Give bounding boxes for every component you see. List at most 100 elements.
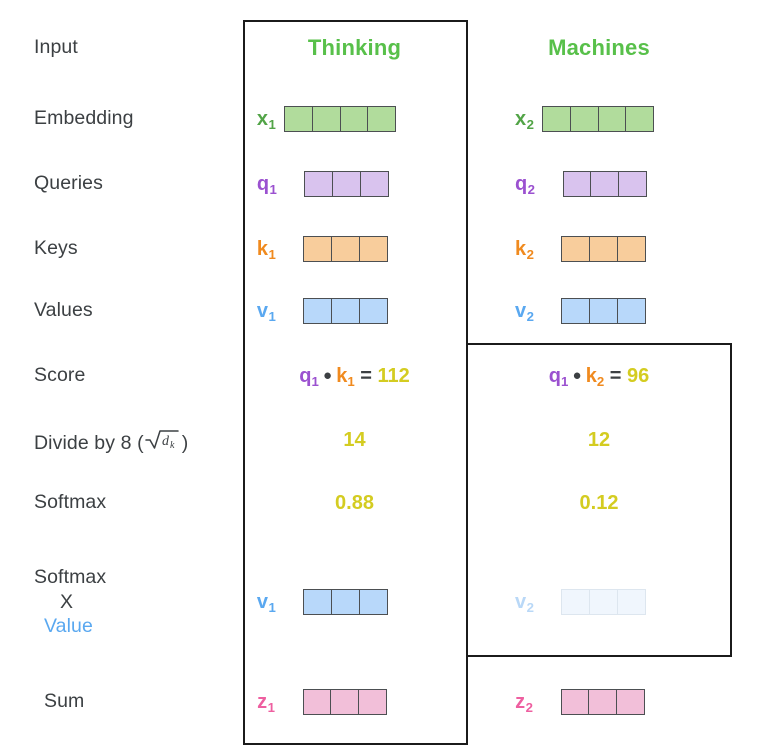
vector-cell (330, 689, 360, 715)
vector-cell (625, 106, 655, 132)
score-value-col2: 96 (626, 365, 650, 387)
vector-cell (331, 171, 361, 197)
column-header-thinking: Thinking (307, 35, 402, 60)
cell-score-col2: q1 ● k2 = 96 (466, 362, 740, 390)
vector-strip-k2 (561, 236, 646, 262)
outline-box-column1-lower (243, 343, 468, 745)
label-line-times: X (60, 590, 74, 613)
vector-cell (330, 589, 360, 615)
vector-cell (589, 589, 619, 615)
score-equation-col2: q1 ● k2 = 96 (548, 365, 650, 389)
vector-strip-v1 (303, 298, 388, 324)
vector-cell (358, 298, 388, 324)
vector-cell (617, 171, 647, 197)
vector-cell (303, 236, 333, 262)
equation-term-k1: k1 (336, 365, 355, 389)
score-value-col1: 112 (377, 365, 410, 387)
cell-keys-col2: k2 (469, 233, 768, 265)
svg-text:d: d (162, 434, 170, 449)
vector-cell (562, 171, 592, 197)
vector-cell (561, 298, 591, 324)
cell-keys-col1: k1 (233, 233, 469, 265)
equation-term-k2: k2 (585, 365, 605, 389)
cell-divide-col1: 14 (243, 426, 466, 454)
row-keys: Keys k1 k2 (0, 233, 768, 265)
vector-cell (330, 236, 360, 262)
vector-label-x2: x2 (514, 108, 534, 132)
row-label-softmax-times-value: Softmax X Value (0, 565, 233, 638)
row-sum: Sum z1 z2 (0, 686, 768, 718)
cell-softmax-value-col2: v2 (469, 560, 768, 644)
cell-softmax-col2: 0.12 (466, 489, 740, 517)
vector-label-v2: v2 (514, 300, 534, 324)
cell-divide-col2: 12 (466, 426, 740, 454)
vector-cell (358, 236, 388, 262)
cell-input-col2: Machines (466, 30, 732, 66)
cell-input-col1: Thinking (243, 30, 466, 66)
dot-operator-icon: ● (568, 367, 586, 384)
vector-cell (616, 236, 646, 262)
vector-cell (588, 689, 618, 715)
row-values: Values v1 v2 (0, 295, 768, 327)
row-label-sum: Sum (44, 690, 85, 713)
score-equation-col1: q1 ● k1 = 112 (299, 365, 410, 389)
vector-cell (311, 106, 341, 132)
vector-cell (589, 298, 619, 324)
cell-queries-col1: q1 (233, 168, 469, 200)
equation-term-q1: q1 (299, 365, 319, 389)
vector-cell (561, 236, 591, 262)
outline-seam-cover (245, 341, 466, 347)
divide-label-text: Divide by 8 ( (34, 431, 144, 454)
vector-strip-q1 (304, 171, 389, 197)
vector-cell (616, 298, 646, 324)
cell-sum-col1: z1 (233, 686, 469, 718)
cell-embedding-col1: x1 (233, 103, 469, 135)
vector-label-q2: q2 (514, 173, 536, 197)
vector-label-k1: k1 (256, 238, 276, 262)
vector-cell (330, 298, 360, 324)
row-label-score: Score (34, 364, 86, 387)
vector-strip-v2-weighted (561, 589, 646, 615)
column-header-machines: Machines (548, 35, 650, 60)
divide-value-col1: 14 (343, 429, 366, 451)
equals-sign: = (604, 365, 627, 387)
cell-sum-col2: z2 (469, 686, 768, 718)
vector-cell (304, 171, 334, 197)
vector-strip-v2 (561, 298, 646, 324)
vector-label-q1: q1 (256, 173, 277, 197)
vector-cell (570, 106, 600, 132)
row-queries: Queries q1 q2 (0, 168, 768, 200)
cell-values-col1: v1 (233, 295, 469, 327)
equation-term-q1: q1 (548, 365, 569, 389)
dot-operator-icon: ● (318, 367, 337, 384)
row-label-queries: Queries (34, 172, 103, 195)
row-softmax: Softmax 0.88 0.12 (0, 489, 768, 517)
vector-cell (303, 589, 333, 615)
label-line-softmax: Softmax (34, 566, 107, 589)
vector-cell (339, 106, 369, 132)
vector-cell (616, 589, 646, 615)
vector-cell (358, 589, 388, 615)
vector-cell (542, 106, 572, 132)
vector-strip-x2 (542, 106, 655, 132)
equals-sign: = (354, 365, 378, 387)
vector-cell (560, 689, 590, 715)
vector-strip-z2 (560, 689, 645, 715)
vector-strip-k1 (303, 236, 388, 262)
cell-embedding-col2: x2 (469, 103, 768, 135)
vector-cell (284, 106, 314, 132)
divide-value-col2: 12 (587, 429, 611, 451)
softmax-value-col1: 0.88 (335, 492, 374, 514)
vector-label-k2: k2 (514, 238, 534, 262)
vector-label-v1-weighted: v1 (256, 591, 276, 615)
row-label-values: Values (34, 299, 93, 322)
cell-softmax-value-col1: v1 (233, 560, 469, 644)
row-label-softmax: Softmax (34, 491, 107, 514)
vector-label-x1: x1 (256, 108, 276, 132)
cell-values-col2: v2 (469, 295, 768, 327)
row-softmax-times-value: Softmax X Value v1 v2 (0, 560, 768, 644)
vector-label-v1: v1 (256, 300, 276, 324)
vector-cell (357, 689, 387, 715)
